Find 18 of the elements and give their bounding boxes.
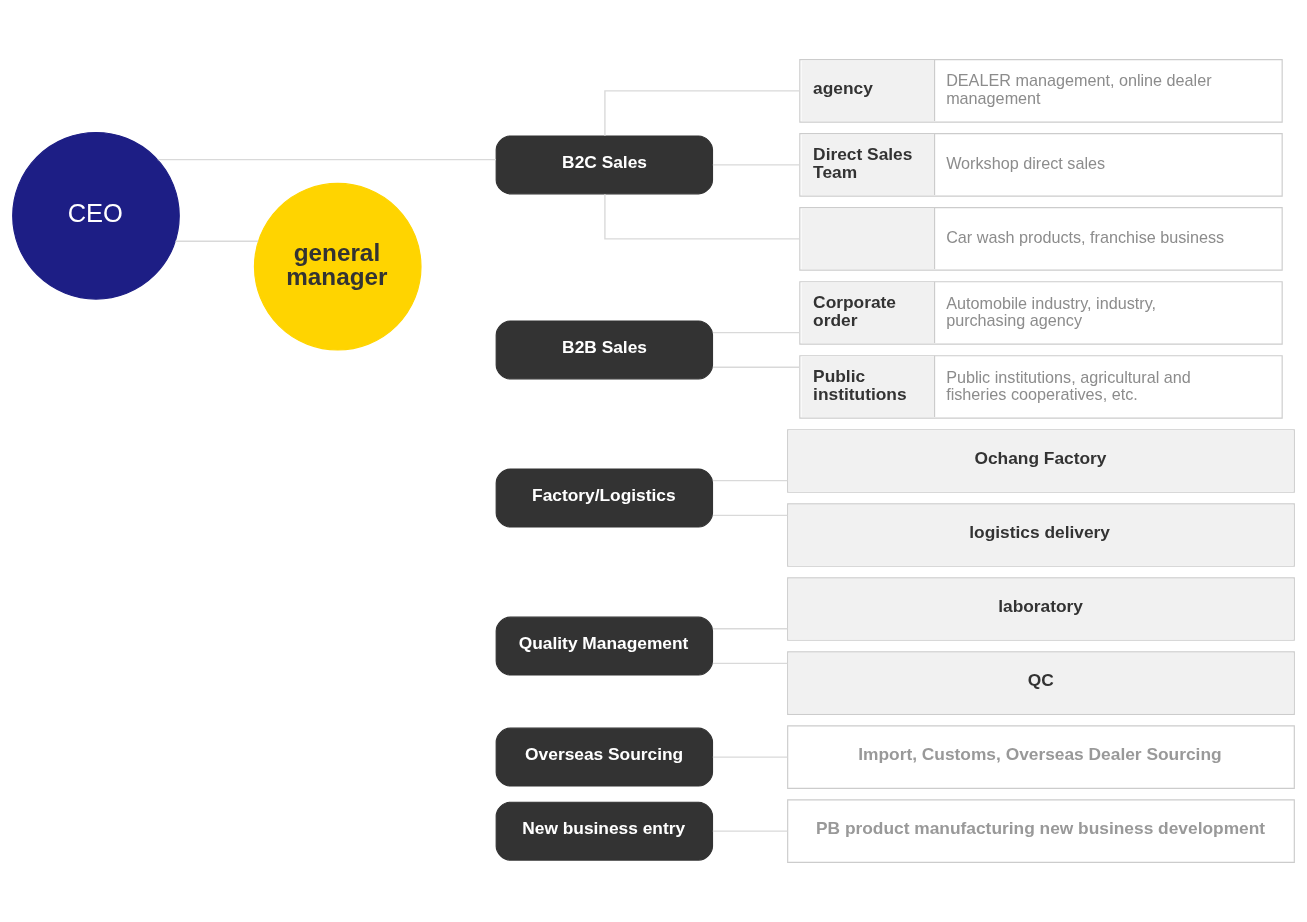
- connector: [712, 514, 788, 517]
- node-box: Factory/Logistics: [495, 468, 714, 528]
- node-box: B2B Sales: [495, 320, 714, 380]
- node-box: Quality Management: [495, 616, 714, 676]
- connector: [712, 662, 788, 665]
- connector: [174, 240, 259, 242]
- node-box: New business entry: [495, 801, 714, 861]
- connector: [712, 366, 801, 368]
- node-circle: general manager: [253, 182, 422, 351]
- connector: [604, 90, 801, 137]
- node-circle: CEO: [12, 131, 180, 300]
- connector: [712, 479, 788, 482]
- connector: [604, 193, 801, 240]
- node-box: Overseas Sourcing: [495, 727, 714, 787]
- connector: [157, 159, 497, 161]
- node-box: B2C Sales: [495, 135, 714, 195]
- connector: [712, 628, 788, 630]
- connector: [712, 331, 801, 334]
